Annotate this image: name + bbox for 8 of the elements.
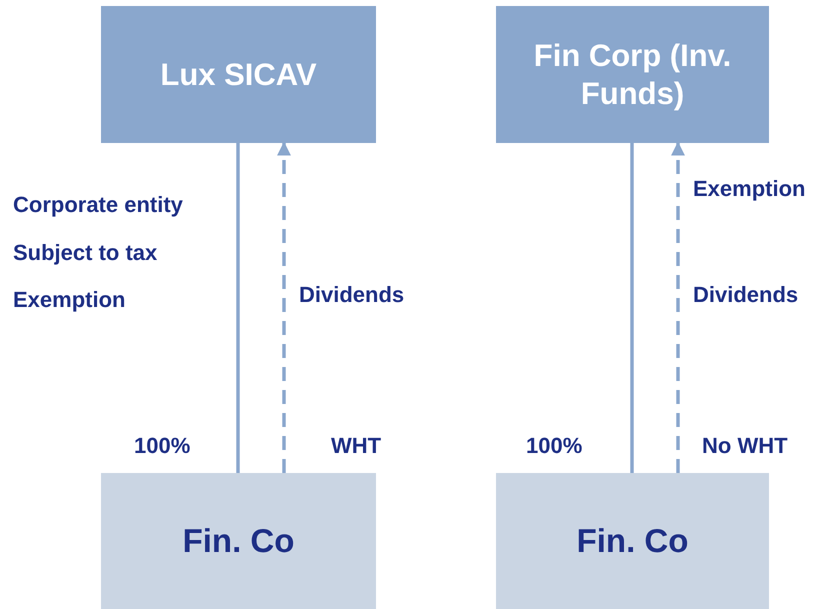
entity-box: Lux SICAV [101,6,376,143]
dividend-arrow [671,142,685,473]
ownership-line [630,143,634,473]
ownership-line [236,143,240,473]
dividend-arrow [277,142,291,473]
entity-box: Fin. Co [101,473,376,609]
entity-box: Fin Corp (Inv. Funds) [496,6,769,143]
entity-box: Fin. Co [496,473,769,609]
